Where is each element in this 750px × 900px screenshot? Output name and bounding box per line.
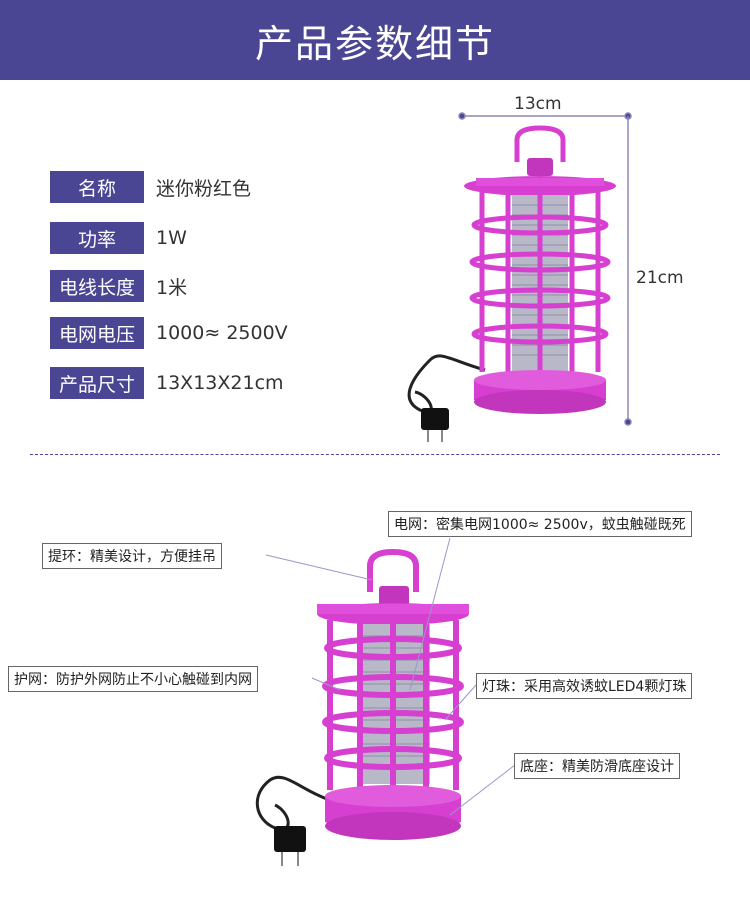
spec-row-name: 名称 迷你粉红色 xyxy=(50,171,251,203)
callout-guard: 护网：防护外网防止不小心触碰到内网 xyxy=(8,666,258,692)
spec-value: 迷你粉红色 xyxy=(156,177,252,200)
callout-grid: 电网：密集电网1000≈ 2500v，蚊虫触碰既死 xyxy=(388,511,692,537)
spec-label: 名称 xyxy=(50,171,144,203)
spec-row-voltage: 电网电压 1000≈ 2500V xyxy=(50,317,288,349)
leader-line-base xyxy=(449,764,516,816)
spec-row-size: 产品尺寸 13X13X21cm xyxy=(50,367,284,399)
spec-value: 13X13X21cm xyxy=(156,372,284,394)
spec-row-cord-length: 电线长度 1米 xyxy=(50,270,187,302)
spec-label: 功率 xyxy=(50,222,144,254)
product-image-top xyxy=(407,125,616,442)
product-image-bottom xyxy=(255,548,469,866)
page-title: 产品参数细节 xyxy=(254,21,495,66)
callout-led: 灯珠：采用高效诱蚊LED4颗灯珠 xyxy=(476,673,693,699)
leader-line-led xyxy=(444,684,477,721)
spec-label: 产品尺寸 xyxy=(50,367,144,399)
header-banner: 产品参数细节 xyxy=(0,0,750,80)
callout-base: 底座：精美防滑底座设计 xyxy=(514,753,680,779)
leader-line-guard xyxy=(311,677,341,691)
spec-value: 1000≈ 2500V xyxy=(156,322,288,344)
spec-label: 电网电压 xyxy=(50,317,144,349)
height-dimension-line xyxy=(624,116,632,426)
spec-value: 1米 xyxy=(156,276,188,299)
callout-handle: 提环：精美设计，方便挂吊 xyxy=(42,543,222,569)
leader-line-grid xyxy=(409,537,451,691)
spec-row-power: 功率 1W xyxy=(50,222,187,254)
height-dimension-label: 21cm xyxy=(636,268,684,288)
width-dimension-label: 13cm xyxy=(514,94,562,114)
spec-value: 1W xyxy=(156,227,187,249)
leader-line-handle xyxy=(265,554,373,581)
section-divider xyxy=(30,454,720,455)
spec-label: 电线长度 xyxy=(50,270,144,302)
